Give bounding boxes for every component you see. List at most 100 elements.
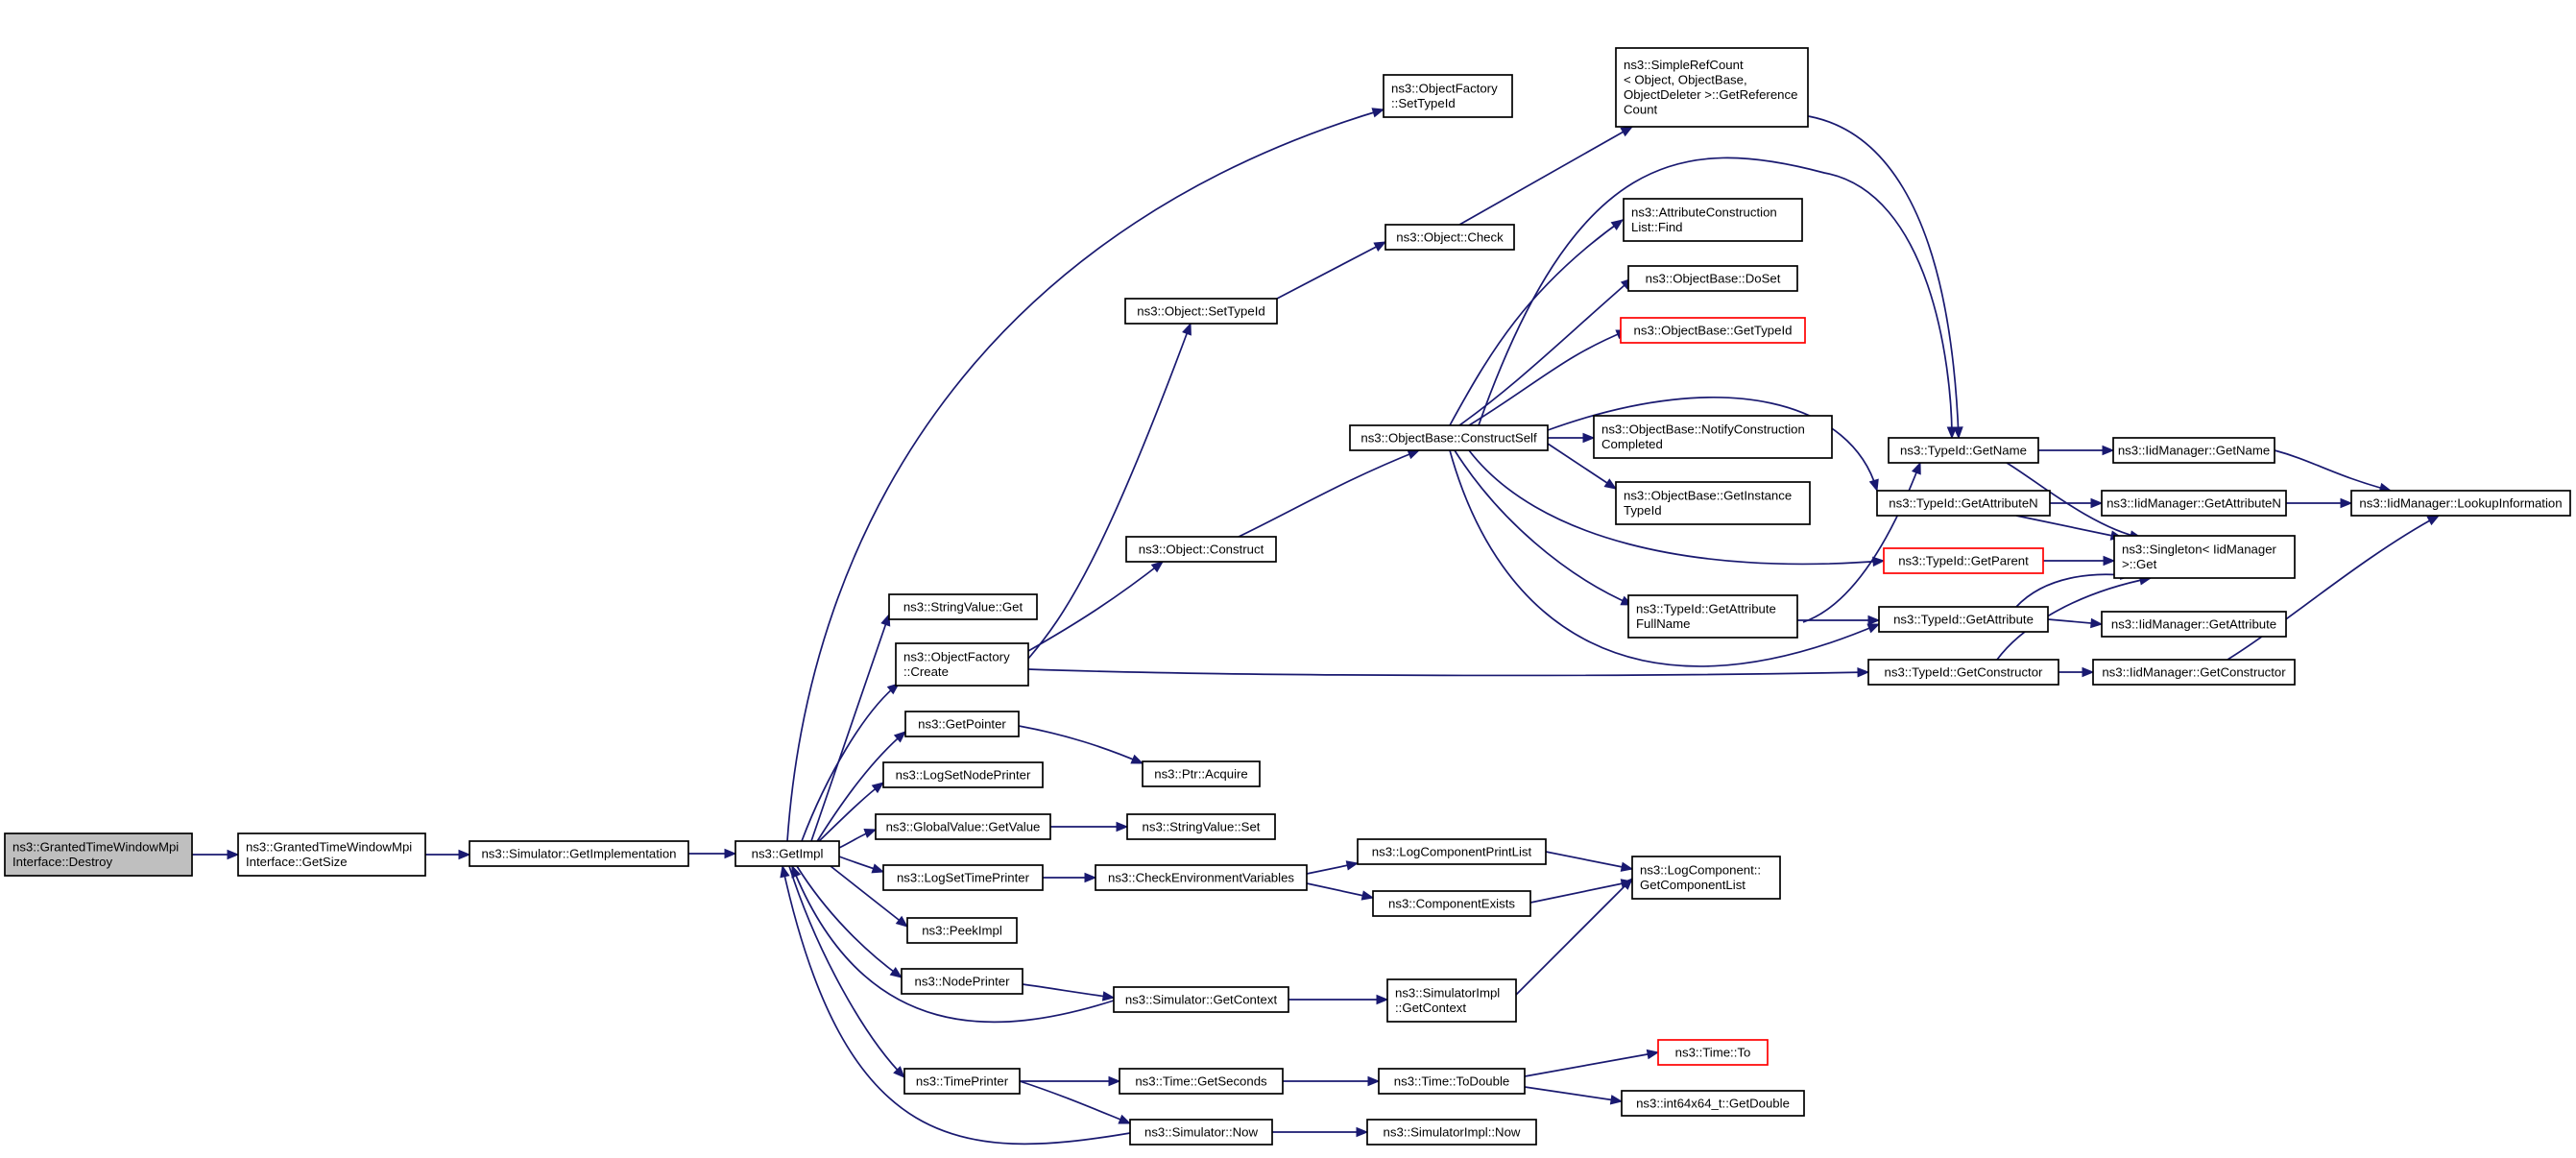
node-box [1615,481,1811,525]
node-getpointer[interactable]: ns3::GetPointer [904,711,1020,737]
node-destroy[interactable]: ns3::GrantedTimeWindowMpiInterface::Dest… [4,832,193,877]
node-label: ns3::ObjectFactory [903,650,1010,664]
node-sim-getcontext[interactable]: ns3::Simulator::GetContext [1113,986,1289,1013]
node-label: ns3::NodePrinter [915,974,1011,988]
node-box [1631,856,1781,900]
arrowhead-icon [1373,241,1387,252]
call-edge [815,731,906,844]
arrowhead-icon [1946,426,1958,440]
arrowhead-icon [1356,1126,1369,1138]
call-edge [2006,462,2142,539]
node-time-todouble[interactable]: ns3::Time::ToDouble [1378,1068,1526,1095]
node-logsetnodeprinter[interactable]: ns3::LogSetNodePrinter [882,761,1044,788]
arrowhead-icon [871,863,885,874]
node-componentexists[interactable]: ns3::ComponentExists [1372,890,1531,917]
node-iid-getattribute[interactable]: ns3::IidManager::GetAttribute [2101,611,2287,638]
node-box [1657,1039,1769,1066]
arrowhead-icon [1620,861,1634,872]
node-object-settypeid[interactable]: ns3::Object::SetTypeId [1124,298,1278,325]
node-globalvalue-getvalue[interactable]: ns3::GlobalValue::GetValue [875,813,1051,840]
call-edge [1801,114,1960,439]
node-ob-doset[interactable]: ns3::ObjectBase::DoSet [1627,265,1798,292]
arrowhead-icon [1868,478,1879,493]
node-logcomponentprintlist[interactable]: ns3::LogComponentPrintList [1357,838,1547,865]
arrowhead-icon [880,613,891,627]
node-tid-getattributen[interactable]: ns3::TypeId::GetAttributeN [1876,490,2051,517]
node-iid-lookup[interactable]: ns3::IidManager::LookupInformation [2350,490,2571,517]
node-simimpl-now[interactable]: ns3::SimulatorImpl::Now [1366,1119,1537,1146]
node-tid-getconstructor[interactable]: ns3::TypeId::GetConstructor [1867,659,2059,686]
node-label: ns3::TypeId::GetName [1900,443,2027,457]
node-iid-getattributen[interactable]: ns3::IidManager::GetAttributeN [2101,490,2287,517]
node-iid-getconstructor[interactable]: ns3::IidManager::GetConstructor [2092,659,2296,686]
node-stringvalue-get[interactable]: ns3::StringValue::Get [888,593,1038,620]
node-logcomponent-getlist[interactable]: ns3::LogComponent::GetComponentList [1631,856,1781,900]
node-box [1386,978,1517,1023]
node-object-check[interactable]: ns3::Object::Check [1384,224,1515,251]
node-object-construct[interactable]: ns3::Object::Construct [1125,536,1277,563]
node-box [1623,198,1803,242]
node-box [1384,224,1515,251]
node-getsize[interactable]: ns3::GrantedTimeWindowMpiInterface::GetS… [237,832,426,877]
arrowhead-icon [895,915,909,928]
arrowhead-icon [863,829,878,838]
node-box [2101,611,2287,638]
arrowhead-icon [227,849,240,860]
call-edge [1019,1080,1131,1124]
node-of-settypeid[interactable]: ns3::ObjectFactory::SetTypeId [1383,74,1513,118]
node-getimpl[interactable]: ns3::GetImpl [734,840,840,867]
node-logsettimeprinter[interactable]: ns3::LogSetTimePrinter [882,864,1044,891]
arrowhead-icon [2340,497,2353,509]
node-stringvalue-set[interactable]: ns3::StringValue::Set [1126,813,1276,840]
node-time-to[interactable]: ns3::Time::To [1657,1039,1769,1066]
node-time-getseconds[interactable]: ns3::Time::GetSeconds [1119,1068,1284,1095]
node-ob-notify[interactable]: ns3::ObjectBase::NotifyConstructionCompl… [1593,415,1833,459]
node-ptr-acquire[interactable]: ns3::Ptr::Acquire [1142,760,1261,787]
node-box [903,1068,1021,1095]
node-checkenv[interactable]: ns3::CheckEnvironmentVariables [1095,864,1308,891]
call-edge [2015,515,2123,539]
node-simplerefcount[interactable]: ns3::SimpleRefCount< Object, ObjectBase,… [1615,47,1809,128]
node-label: ::Create [903,664,949,679]
node-peekimpl[interactable]: ns3::PeekImpl [906,917,1018,944]
graph-edges [192,108,2441,1146]
node-ob-constructself[interactable]: ns3::ObjectBase::ConstructSelf [1349,424,1549,451]
node-singleton-get[interactable]: ns3::Singleton< IidManager >::Get [2113,535,2296,579]
node-tid-getparent[interactable]: ns3::TypeId::GetParent [1883,547,2044,574]
call-edge [1547,443,1617,490]
node-box [904,711,1020,737]
node-timeprinter[interactable]: ns3::TimePrinter [903,1068,1021,1095]
call-edge [2274,449,2392,492]
node-nodeprinter[interactable]: ns3::NodePrinter [901,968,1023,995]
node-box [1357,838,1547,865]
node-simimpl-getcontext[interactable]: ns3::SimulatorImpl::GetContext [1386,978,1517,1023]
node-sim-now[interactable]: ns3::Simulator::Now [1129,1119,1273,1146]
node-label: ns3::SimulatorImpl::Now [1384,1124,1521,1139]
node-box [1124,298,1278,325]
arrowhead-icon [1646,1049,1660,1060]
arrowhead-icon [724,848,737,859]
node-ob-gettypeid[interactable]: ns3::ObjectBase::GetTypeId [1620,317,1806,344]
arrowhead-icon [1367,1075,1381,1087]
node-box [4,832,193,877]
node-label: ns3::ComponentExists [1388,896,1515,910]
node-iid-getname[interactable]: ns3::IidManager::GetName [2112,437,2275,464]
node-box [1349,424,1549,451]
node-label: ns3::TypeId::GetAttribute [1636,602,1776,616]
node-label: ns3::Time::GetSeconds [1135,1074,1267,1088]
node-label: ns3::SimpleRefCount [1624,58,1744,72]
arrowhead-icon [458,849,471,860]
node-label: ns3::IidManager::GetAttributeN [2107,495,2281,510]
node-tid-getattribute[interactable]: ns3::TypeId::GetAttribute [1878,606,2049,633]
node-getimplementation[interactable]: ns3::Simulator::GetImplementation [469,840,689,867]
call-edge [2227,515,2440,661]
node-box [1113,986,1289,1013]
node-tid-getname[interactable]: ns3::TypeId::GetName [1888,437,2039,464]
node-int64-getdouble[interactable]: ns3::int64x64_t::GetDouble [1621,1090,1805,1117]
node-of-create[interactable]: ns3::ObjectFactory::Create [895,642,1029,687]
node-label: ns3::IidManager::GetConstructor [2102,664,2286,679]
node-label: TypeId [1624,503,1662,518]
